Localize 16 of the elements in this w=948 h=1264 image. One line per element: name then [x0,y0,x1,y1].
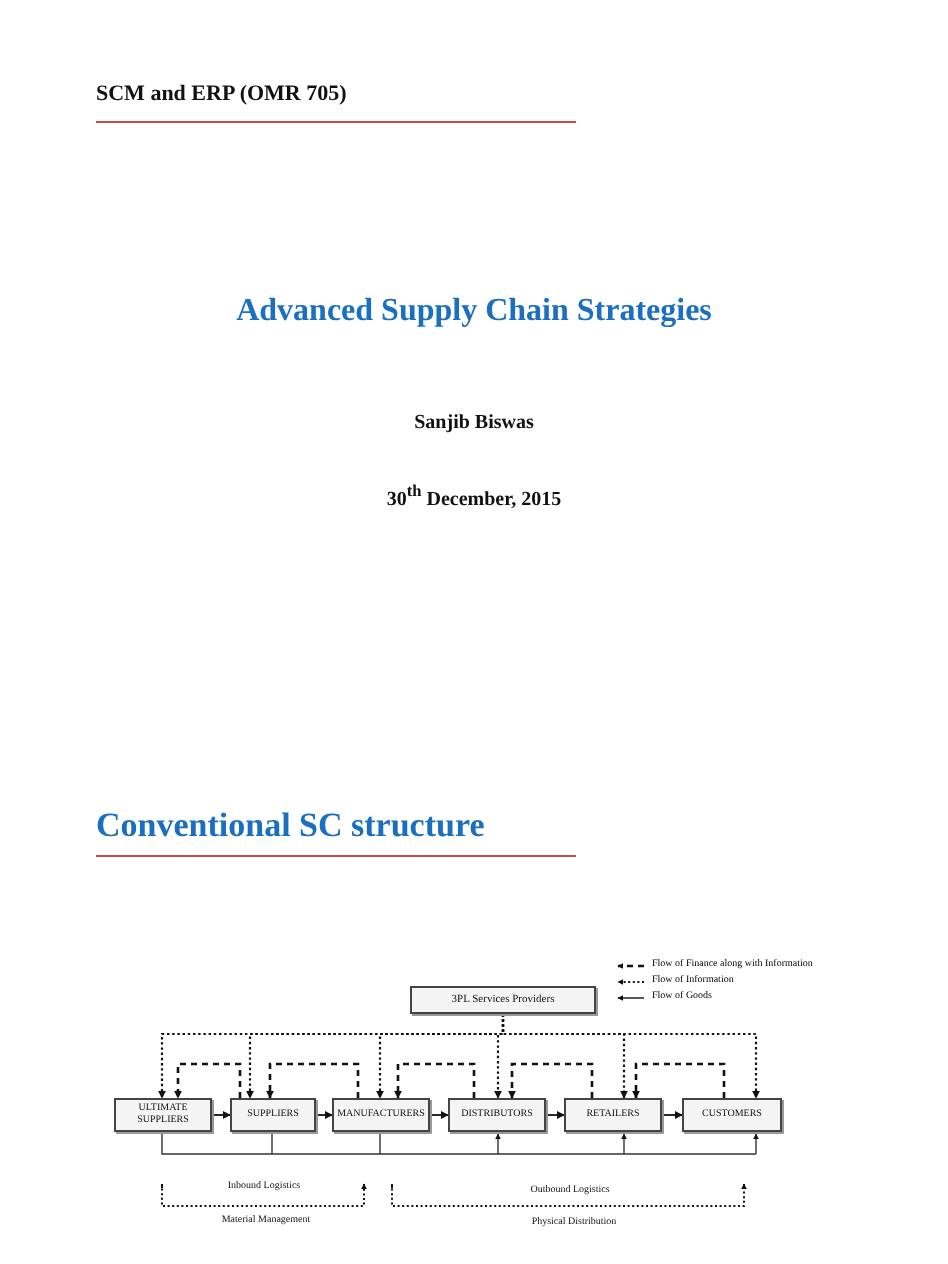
dashed-arrow [174,1062,242,1099]
arrow [315,1111,333,1119]
arrow [429,1111,449,1119]
header-text: SCM and ERP (OMR 705) [96,82,347,106]
dashed-arrow [632,1062,726,1099]
dotted-arrow [501,1014,760,1099]
dashed-arrow [508,1062,594,1099]
arrow [211,1111,231,1119]
arrow [545,1111,565,1119]
dashed-arrow [266,1062,360,1099]
date-text: 30$^{th}$ December, 2015 [386,482,562,511]
arrow [661,1111,683,1119]
section-heading: Conventional SC structure [96,806,485,846]
author-name: Sanjib Biswas [414,412,534,434]
title: Advanced Supply Chain Strategies [236,294,712,330]
dashed-arrow [394,1062,476,1099]
